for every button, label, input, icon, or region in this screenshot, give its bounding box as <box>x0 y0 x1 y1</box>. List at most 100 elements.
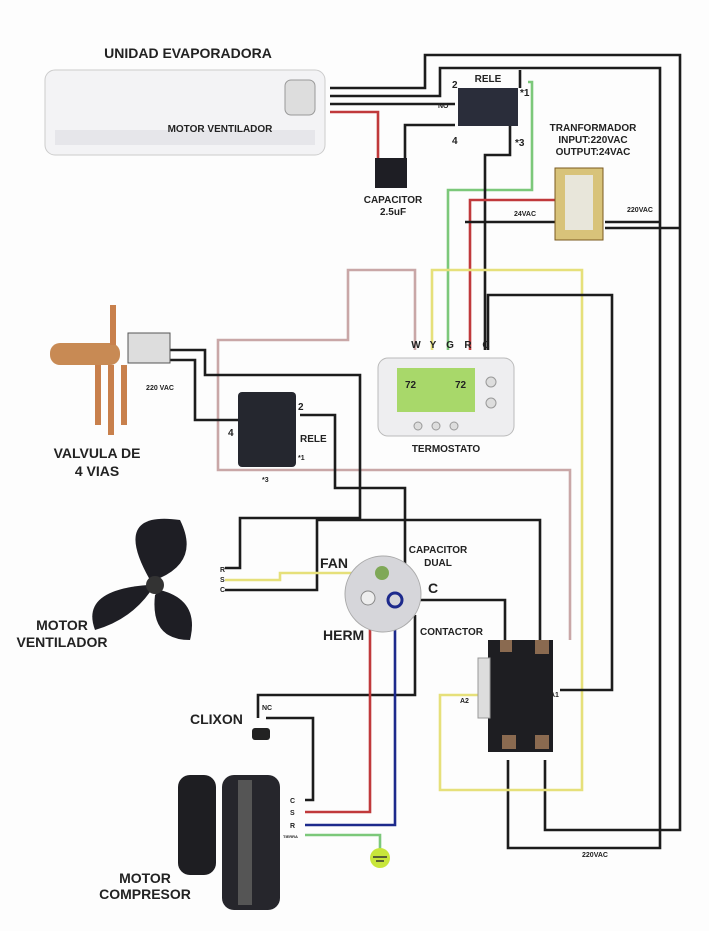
valve-title: VALVULA DE <box>54 445 141 461</box>
contactor-terminal-l2 <box>535 640 549 654</box>
thermostat-up-button[interactable] <box>485 376 497 388</box>
thermostat-button-2[interactable] <box>431 421 441 431</box>
wire-cap-red <box>330 110 380 160</box>
wire-relay-mid-2 <box>300 413 407 590</box>
wire-relay-r <box>483 120 512 350</box>
fan-motor-title: MOTOR <box>36 617 88 633</box>
wire-yellow-y <box>430 268 584 792</box>
thermostat-down-button[interactable] <box>485 397 497 409</box>
fan-terminal-s: S <box>220 577 225 584</box>
compressor-accumulator <box>178 775 216 875</box>
thermostat-button-1[interactable] <box>413 421 423 431</box>
thermostat-display-temp: 72 <box>405 380 417 391</box>
fan-motor: R S C MOTOR VENTILADOR <box>17 518 225 650</box>
capacitor-dual-title: CAPACITOR <box>409 545 468 556</box>
compressor-ground-label: TIERRA <box>283 834 298 839</box>
thermostat-terminal-w: W <box>411 340 421 351</box>
clixon-nc-label: NC <box>262 705 272 712</box>
thermostat-terminal-y: Y <box>430 340 437 351</box>
wire-clixon-c <box>266 716 315 802</box>
transformer-label <box>565 175 593 230</box>
relay-top-body <box>458 88 518 126</box>
ground-symbol <box>370 848 390 868</box>
thermostat-title: TERMOSTATO <box>412 444 481 455</box>
valve-pipe-3 <box>121 365 127 425</box>
wire-herm-s <box>305 600 372 814</box>
contactor-mount <box>477 657 491 719</box>
relay-mid-title: RELE <box>300 434 327 445</box>
capacitor-fan-label: FAN <box>320 555 348 571</box>
fan-terminal-c: C <box>220 587 225 594</box>
relay-top: RELE 2 NO 4 *1 *3 <box>438 74 530 149</box>
fan-blade-3 <box>154 590 192 640</box>
relay-mid-t1: *1 <box>298 455 305 462</box>
compressor-title: MOTOR <box>119 870 171 886</box>
relay-top-t2: 2 <box>452 80 458 91</box>
reversing-valve: 220 VAC VALVULA DE 4 VIAS <box>50 305 174 479</box>
terminal-fan <box>375 566 389 580</box>
valve-pipe-1 <box>95 365 101 425</box>
supply-220vac-label: 220VAC <box>582 852 608 859</box>
terminal-common <box>386 591 404 609</box>
relay-top-title: RELE <box>475 74 502 85</box>
relay-mid-body <box>238 392 296 467</box>
evaporator-unit: UNIDAD EVAPORADORA MOTOR VENTILADOR <box>44 45 326 156</box>
wire-green-g <box>446 80 534 350</box>
relay-mid-t3: *3 <box>262 477 269 484</box>
relay-mid-t4: 4 <box>228 428 234 439</box>
transformer: TRANFORMADOR INPUT:220VAC OUTPUT:24VAC 2… <box>514 123 653 241</box>
compressor-terminal-r: R <box>290 823 295 830</box>
clixon: CLIXON NC <box>190 705 272 740</box>
contactor-title: CONTACTOR <box>420 627 484 638</box>
transformer-220vac-label: 220VAC <box>627 207 653 214</box>
relay-top-t4: 4 <box>452 136 458 147</box>
compressor-terminal-c: C <box>290 798 295 805</box>
contactor-terminal-t1 <box>502 735 516 749</box>
transformer-title: TRANFORMADOR <box>550 123 637 134</box>
evaporator-vent <box>55 130 315 145</box>
compressor-terminal-s: S <box>290 810 295 817</box>
contactor-body <box>488 640 553 752</box>
thermostat-display <box>397 368 475 412</box>
contactor-a1-label: A1 <box>550 692 559 699</box>
wire-main-l1 <box>330 53 682 832</box>
wire-valve-1 <box>170 348 362 570</box>
contactor-a2-label: A2 <box>460 698 469 705</box>
capacitor-c-label: C <box>428 580 438 596</box>
transformer-input: INPUT:220VAC <box>558 135 627 146</box>
contactor-terminal-l1 <box>500 640 512 652</box>
transformer-output: OUTPUT:24VAC <box>556 147 631 158</box>
valve-pipe-2 <box>108 365 114 435</box>
ground-icon <box>370 848 390 868</box>
contactor-terminal-t2 <box>535 735 549 749</box>
thermostat-terminal-r: R <box>464 340 472 351</box>
thermostat-terminal-c: C <box>482 340 489 351</box>
wire-common-c <box>486 293 614 692</box>
compressor-subtitle: COMPRESOR <box>99 886 191 902</box>
capacitor-herm-label: HERM <box>323 627 364 643</box>
wire-cap-c <box>395 598 507 640</box>
wire-clixon <box>256 615 417 718</box>
valve-pipe-top <box>110 305 116 345</box>
fan-blade-2 <box>92 585 150 630</box>
wire-w-valve <box>216 268 572 640</box>
valve-subtitle: 4 VIAS <box>75 463 119 479</box>
dual-capacitor: FAN CAPACITOR DUAL C HERM <box>320 545 468 643</box>
evaporator-title: UNIDAD EVAPORADORA <box>104 45 272 61</box>
thermostat-button-3[interactable] <box>449 421 459 431</box>
thermostat-terminal-g: G <box>446 340 454 351</box>
wire-cap-relay <box>395 123 455 162</box>
wire-valve-2 <box>170 358 240 422</box>
fan-terminal-r: R <box>220 567 225 574</box>
fan-motor-subtitle: VENTILADOR <box>17 634 108 650</box>
compressor-highlight <box>238 780 252 905</box>
valve-body <box>50 343 120 365</box>
transformer-24vac-label: 24VAC <box>514 211 536 218</box>
relay-mid: 2 4 RELE *1 *3 <box>228 392 327 484</box>
capacitor-small-body <box>375 158 407 188</box>
evaporator-motor-label: MOTOR VENTILADOR <box>168 124 274 135</box>
relay-top-t1: *1 <box>520 88 530 99</box>
thermostat-display-set: 72 <box>455 380 467 391</box>
relay-top-no: NO <box>438 103 449 110</box>
